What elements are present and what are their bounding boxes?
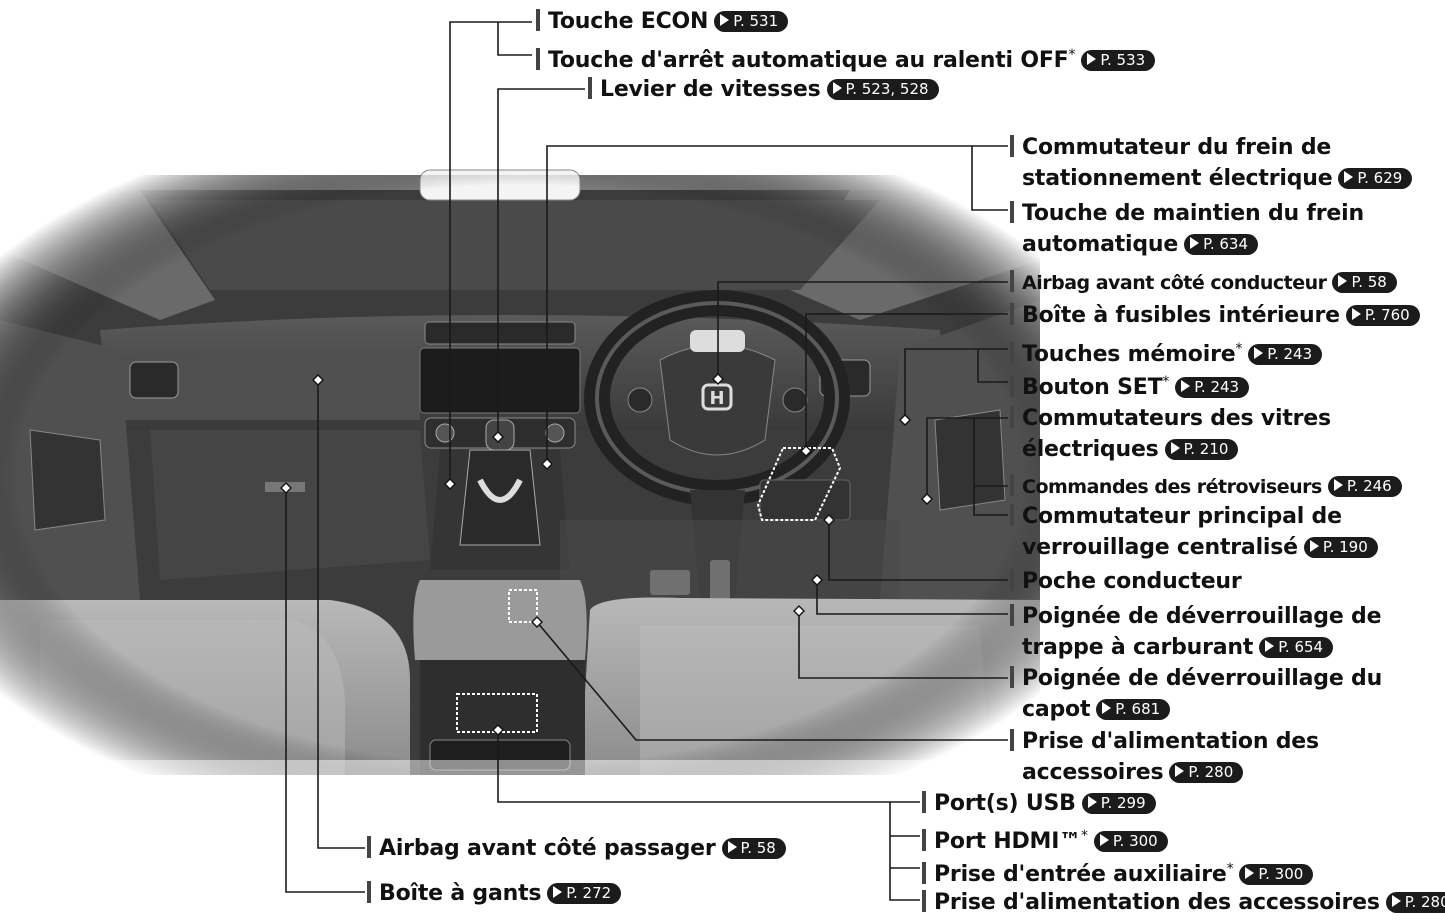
page-ref-front-outlet[interactable]: P. 280 xyxy=(1169,762,1243,783)
arrow-icon xyxy=(1265,640,1274,652)
page-ref-glove-box[interactable]: P. 272 xyxy=(547,883,621,904)
label-hdmi-port: Port HDMI™*P. 300 xyxy=(922,821,1168,857)
label-aux-input: Prise d'entrée auxiliaire*P. 300 xyxy=(922,854,1313,890)
arrow-icon xyxy=(1310,540,1319,552)
arrow-icon xyxy=(1087,53,1096,65)
arrow-icon xyxy=(833,82,842,94)
arrow-icon xyxy=(1352,308,1361,320)
page-ref-rear-outlet[interactable]: P. 280 xyxy=(1386,892,1445,913)
label-door-lock: Commutateur principal de verrouillage ce… xyxy=(1010,501,1378,563)
label-driver-pocket: Poche conducteur xyxy=(1010,566,1242,597)
label-memory-buttons: Touches mémoire*P. 243 xyxy=(1010,334,1322,370)
page-ref-windows[interactable]: P. 210 xyxy=(1165,439,1239,460)
page-ref-usb[interactable]: P. 299 xyxy=(1082,793,1156,814)
label-set-button: Bouton SET*P. 243 xyxy=(1010,367,1249,403)
page-ref-aux[interactable]: P. 300 xyxy=(1239,864,1313,885)
arrow-icon xyxy=(553,886,562,898)
arrow-icon xyxy=(1392,895,1401,907)
label-fuel-lid: Poignée de déverrouillage de trappe à ca… xyxy=(1010,601,1381,663)
page-ref-fuse-box[interactable]: P. 760 xyxy=(1346,305,1420,326)
label-idle-stop: Touche d'arrêt automatique au ralenti OF… xyxy=(536,40,1155,76)
arrow-icon xyxy=(728,841,737,853)
arrow-icon xyxy=(1181,380,1190,392)
page-ref-set[interactable]: P. 243 xyxy=(1175,377,1249,398)
page-ref-driver-airbag[interactable]: P. 58 xyxy=(1332,272,1396,293)
arrow-icon xyxy=(1338,275,1347,287)
page-ref-hood[interactable]: P. 681 xyxy=(1096,699,1170,720)
page-ref-memory[interactable]: P. 243 xyxy=(1248,344,1322,365)
page-ref-brake-hold[interactable]: P. 634 xyxy=(1184,234,1258,255)
page-ref-idle-stop[interactable]: P. 533 xyxy=(1081,50,1155,71)
car-interior: H xyxy=(0,170,1040,780)
page-ref-hdmi[interactable]: P. 300 xyxy=(1094,831,1168,852)
arrow-icon xyxy=(1175,765,1184,777)
arrow-icon xyxy=(1100,834,1109,846)
arrow-icon xyxy=(1088,796,1097,808)
arrow-icon xyxy=(1344,171,1353,183)
arrow-icon xyxy=(1190,237,1199,249)
arrow-icon xyxy=(1102,702,1111,714)
arrow-icon xyxy=(720,14,729,26)
label-parking-brake: Commutateur du frein de stationnement él… xyxy=(1010,132,1412,194)
page-ref-shift-lever[interactable]: P. 523, 528 xyxy=(827,79,939,100)
page-ref-door-lock[interactable]: P. 190 xyxy=(1304,537,1378,558)
arrow-icon xyxy=(1254,347,1263,359)
page-ref-econ[interactable]: P. 531 xyxy=(714,11,788,32)
page-ref-fuel-lid[interactable]: P. 654 xyxy=(1259,637,1333,658)
arrow-icon xyxy=(1245,867,1254,879)
arrow-icon xyxy=(1171,442,1180,454)
page-ref-parking-brake[interactable]: P. 629 xyxy=(1338,168,1412,189)
arrow-icon xyxy=(1334,479,1343,491)
page-ref-passenger-airbag[interactable]: P. 58 xyxy=(722,838,786,859)
page-ref-mirrors[interactable]: P. 246 xyxy=(1328,476,1402,497)
